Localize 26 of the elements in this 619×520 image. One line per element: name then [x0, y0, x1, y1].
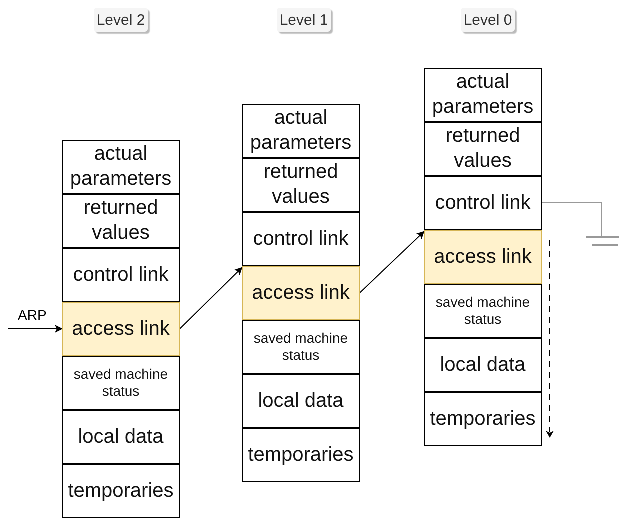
stack-cell: access link: [62, 302, 180, 356]
arrow: [180, 267, 243, 330]
stack-cell: local data: [62, 410, 180, 464]
stack-cell: saved machine status: [242, 320, 360, 374]
stack-cell: saved machine status: [424, 284, 542, 338]
stack-cell: local data: [242, 374, 360, 428]
stack-cell: returned values: [424, 122, 542, 176]
stack-cell: control link: [242, 212, 360, 266]
ground-symbol: [586, 236, 619, 246]
stack-cell: control link: [62, 248, 180, 302]
arrow: [8, 325, 63, 333]
stack-cell: returned values: [242, 158, 360, 212]
arrow: [360, 231, 425, 294]
stack-cell: temporaries: [424, 392, 542, 446]
stack-cell: temporaries: [62, 464, 180, 518]
level-label: Level 1: [277, 8, 331, 32]
stack-cell: local data: [424, 338, 542, 392]
stack-cell: access link: [424, 230, 542, 284]
stack-cell: control link: [424, 176, 542, 230]
level-label: Level 0: [461, 8, 515, 32]
stack-cell: temporaries: [242, 428, 360, 482]
stack-cell: returned values: [62, 194, 180, 248]
stack-cell: access link: [242, 266, 360, 320]
level-label: Level 2: [94, 8, 148, 32]
edge-label: ARP: [18, 307, 47, 323]
stack-cell: saved machine status: [62, 356, 180, 410]
